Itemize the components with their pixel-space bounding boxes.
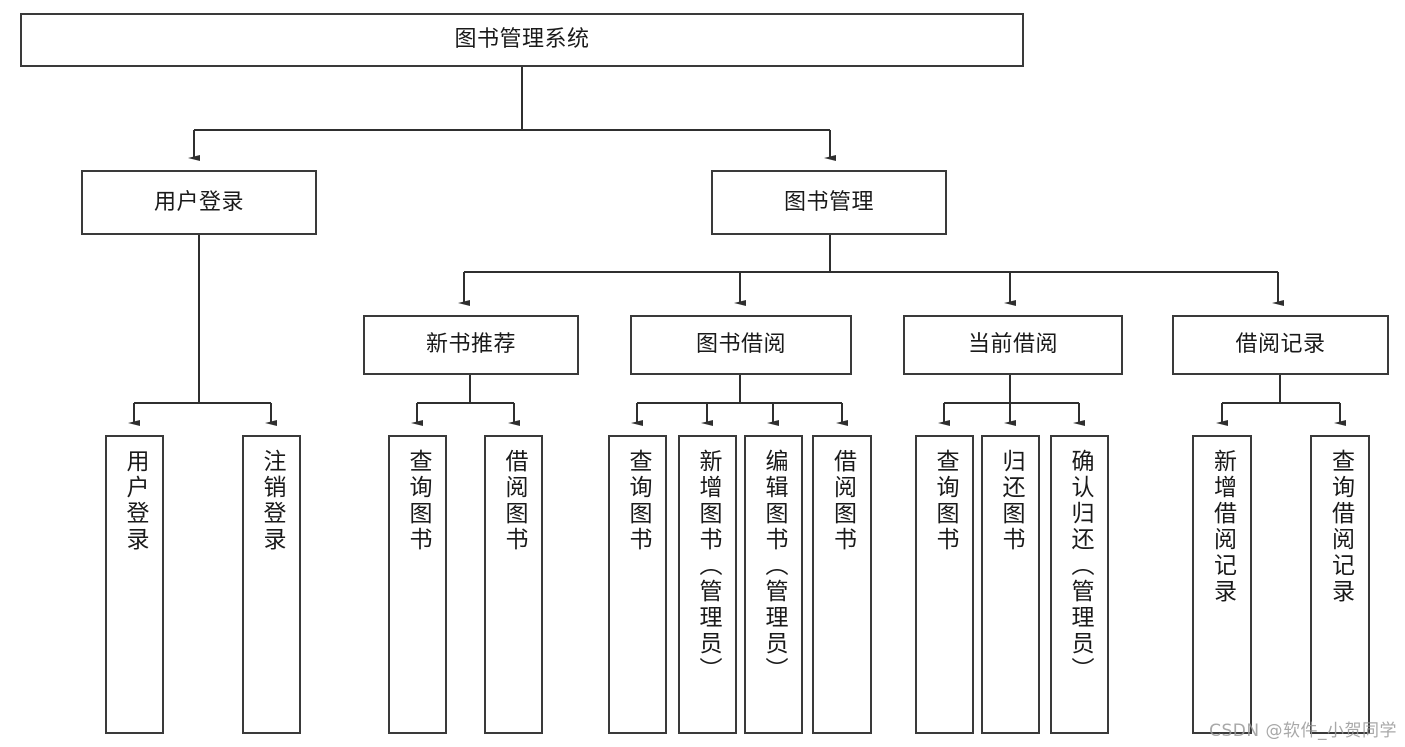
node-book-borrow[interactable]: 图书借阅	[630, 315, 852, 375]
leaf-add-book-label: 新增图书（管理员）	[695, 449, 721, 683]
leaf-query-borrow-record-label: 查询借阅记录	[1327, 449, 1354, 605]
leaf-query-borrow-record[interactable]: 查询借阅记录	[1310, 435, 1370, 734]
leaf-query-book-current[interactable]: 查询图书	[915, 435, 974, 734]
node-root-label: 图书管理系统	[454, 27, 590, 53]
leaf-query-book-current-label: 查询图书	[932, 449, 958, 553]
leaf-query-book-borrow[interactable]: 查询图书	[608, 435, 667, 734]
leaf-logout[interactable]: 注销登录	[242, 435, 301, 734]
leaf-return-book[interactable]: 归还图书	[981, 435, 1040, 734]
leaf-confirm-return-label: 确认归还（管理员）	[1067, 449, 1093, 683]
leaf-user-login-label: 用户登录	[122, 449, 148, 553]
node-new-book-recommend-label: 新书推荐	[425, 332, 516, 358]
node-root[interactable]: 图书管理系统	[20, 13, 1024, 67]
leaf-borrow-book-label: 借阅图书	[829, 449, 856, 553]
leaf-borrow-book-recommend-label: 借阅图书	[501, 449, 527, 553]
node-borrow-record-label: 借阅记录	[1235, 332, 1326, 358]
node-current-borrow-label: 当前借阅	[967, 332, 1058, 358]
node-book-borrow-label: 图书借阅	[695, 332, 786, 358]
leaf-user-login[interactable]: 用户登录	[105, 435, 164, 734]
leaf-borrow-book[interactable]: 借阅图书	[812, 435, 872, 734]
leaf-confirm-return[interactable]: 确认归还（管理员）	[1050, 435, 1109, 734]
node-new-book-recommend[interactable]: 新书推荐	[363, 315, 579, 375]
node-borrow-record[interactable]: 借阅记录	[1172, 315, 1389, 375]
node-book-management[interactable]: 图书管理	[711, 170, 947, 235]
leaf-add-borrow-record-label: 新增借阅记录	[1209, 449, 1236, 605]
leaf-query-book-recommend[interactable]: 查询图书	[388, 435, 447, 734]
node-current-borrow[interactable]: 当前借阅	[903, 315, 1123, 375]
leaf-add-book[interactable]: 新增图书（管理员）	[678, 435, 737, 734]
leaf-add-borrow-record[interactable]: 新增借阅记录	[1192, 435, 1252, 734]
leaf-query-book-borrow-label: 查询图书	[625, 449, 651, 553]
node-user-login-label: 用户登录	[153, 189, 244, 215]
csdn-watermark: CSDN @软件_小贺同学	[1209, 721, 1397, 741]
leaf-edit-book-label: 编辑图书（管理员）	[761, 449, 787, 683]
leaf-edit-book[interactable]: 编辑图书（管理员）	[744, 435, 803, 734]
leaf-logout-label: 注销登录	[259, 449, 285, 553]
node-book-management-label: 图书管理	[783, 189, 874, 215]
leaf-query-book-recommend-label: 查询图书	[405, 449, 431, 553]
leaf-return-book-label: 归还图书	[998, 449, 1024, 553]
node-user-login[interactable]: 用户登录	[81, 170, 317, 235]
leaf-borrow-book-recommend[interactable]: 借阅图书	[484, 435, 543, 734]
